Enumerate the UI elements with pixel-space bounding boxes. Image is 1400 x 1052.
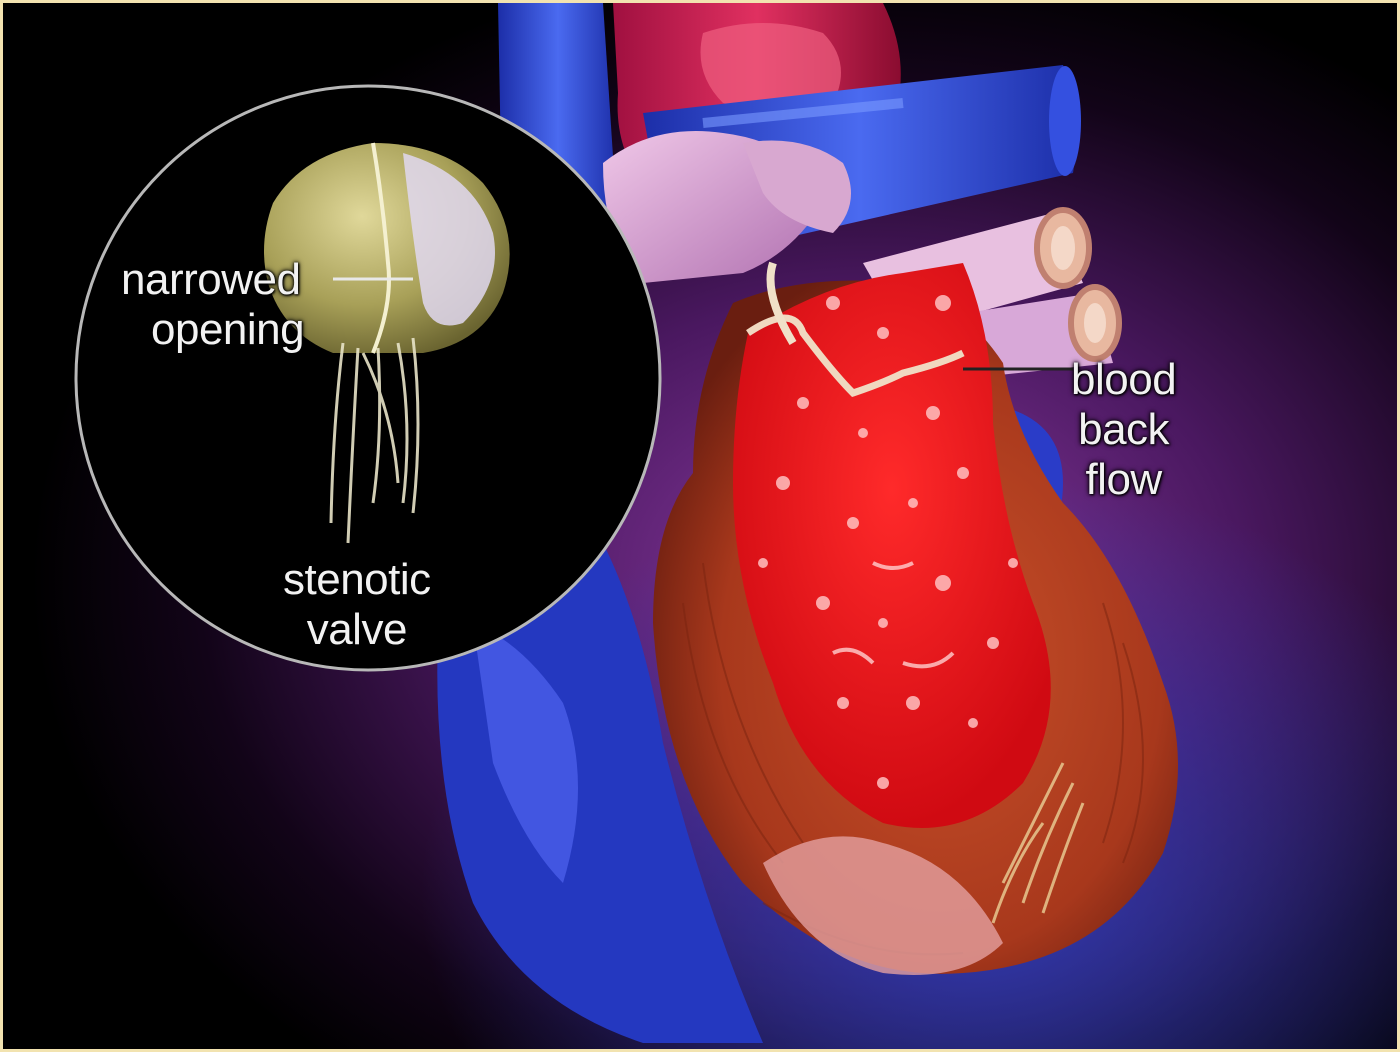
heart-illustration: [3, 3, 1397, 1049]
label-narrowed-opening: narrowed opening: [121, 255, 304, 355]
label-stenotic-valve: stenotic valve: [283, 555, 431, 655]
label-blood-back-flow: blood back flow: [1071, 355, 1176, 505]
